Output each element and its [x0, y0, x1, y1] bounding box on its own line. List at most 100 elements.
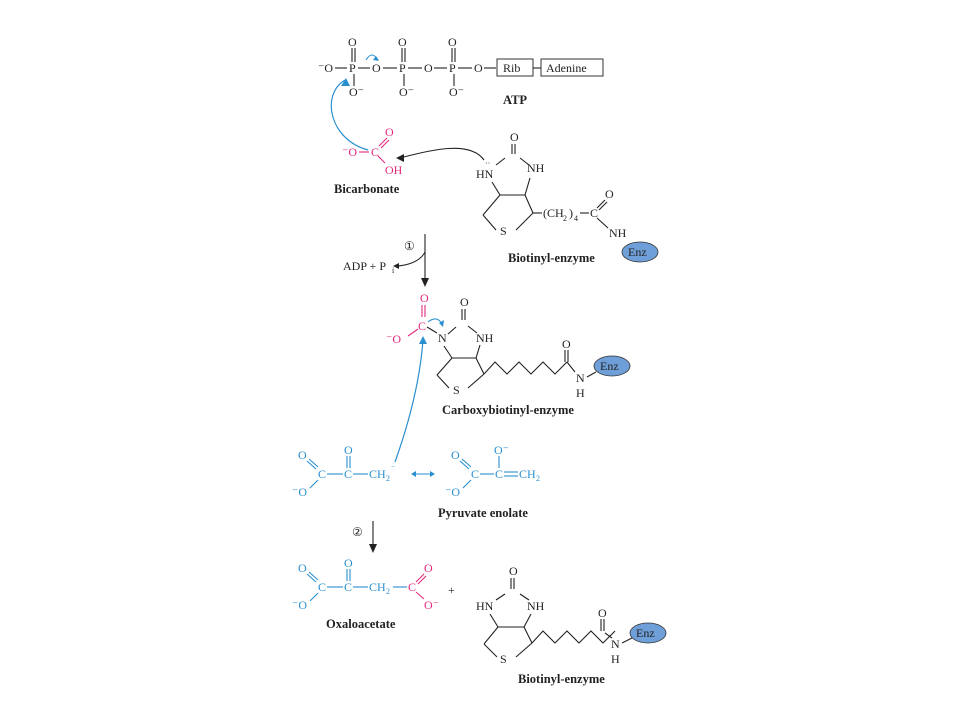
- svg-text:P: P: [399, 61, 406, 75]
- svg-text:⁻O: ⁻O: [445, 485, 460, 499]
- svg-text:H: H: [576, 386, 585, 400]
- svg-text:NH: NH: [609, 226, 627, 240]
- svg-text:P: P: [349, 61, 356, 75]
- svg-text:HN: HN: [476, 599, 494, 613]
- phosphate-attack-arrow: [330, 79, 369, 151]
- svg-text:O: O: [474, 61, 483, 75]
- svg-text:O: O: [385, 125, 394, 139]
- svg-text:O: O: [424, 61, 433, 75]
- bicarbonate-structure: ⁻O C O OH Bicarbonate: [334, 125, 403, 196]
- svg-text:HN: HN: [476, 167, 494, 181]
- carboxybiotinyl-enzyme: O C ⁻O N O NH S O N H Enz Carboxybiotiny…: [386, 291, 631, 417]
- biotinyl-enzyme-label-1: Biotinyl-enzyme: [508, 251, 595, 265]
- svg-text:Enz: Enz: [636, 626, 655, 640]
- biotinyl-enzyme-label-2: Biotinyl-enzyme: [518, 672, 605, 686]
- pyruvate-enolate: O C ⁻O C O CH 2 ⁻ O C ⁻O C O⁻ CH 2 Pyruv…: [292, 443, 540, 520]
- step-2-marker: ②: [352, 525, 363, 539]
- svg-text:Enz: Enz: [600, 359, 619, 373]
- step-1: ① ADP + P i: [343, 234, 429, 287]
- svg-text:NH: NH: [527, 161, 545, 175]
- svg-text:O⁻: O⁻: [449, 85, 464, 99]
- svg-text:O: O: [298, 561, 307, 575]
- step-1-marker: ①: [404, 239, 415, 253]
- svg-text:N: N: [438, 331, 447, 345]
- svg-text:O: O: [598, 606, 607, 620]
- enolate-attack-arrow: [394, 339, 424, 463]
- svg-text:N: N: [576, 371, 585, 385]
- step-2: ②: [352, 521, 377, 553]
- svg-text:C: C: [344, 580, 352, 594]
- svg-text:H: H: [611, 652, 620, 666]
- svg-text:N: N: [611, 637, 620, 651]
- svg-text:4: 4: [574, 214, 578, 223]
- oxaloacetate-label: Oxaloacetate: [326, 617, 396, 631]
- svg-text:S: S: [500, 652, 507, 666]
- svg-text:OH: OH: [385, 163, 403, 177]
- svg-text:(CH: (CH: [543, 206, 564, 220]
- bicarbonate-label: Bicarbonate: [334, 182, 400, 196]
- svg-text:⁻O: ⁻O: [318, 61, 333, 75]
- svg-text:2: 2: [536, 474, 540, 483]
- svg-text:S: S: [500, 224, 507, 238]
- svg-text:2: 2: [386, 587, 390, 596]
- svg-text:⁻: ⁻: [391, 464, 395, 473]
- svg-text:CH: CH: [369, 467, 386, 481]
- svg-text:Enz: Enz: [628, 245, 647, 259]
- adenine-box: [540, 58, 604, 77]
- svg-text:O: O: [509, 564, 518, 578]
- svg-text:O⁻: O⁻: [349, 85, 364, 99]
- svg-text:C: C: [371, 145, 379, 159]
- svg-text:C: C: [318, 580, 326, 594]
- adenine-label: Adenine: [546, 61, 587, 75]
- svg-text:C: C: [344, 467, 352, 481]
- svg-text:C: C: [418, 319, 426, 333]
- svg-text:⁻O: ⁻O: [292, 485, 307, 499]
- svg-text:O: O: [298, 448, 307, 462]
- svg-text:NH: NH: [476, 331, 494, 345]
- svg-text:C: C: [408, 580, 416, 594]
- svg-text:O⁻: O⁻: [399, 85, 414, 99]
- oxaloacetate: O C ⁻O C O CH 2 C O O⁻ Oxaloacetate: [292, 556, 439, 631]
- svg-text:⁻O: ⁻O: [342, 145, 357, 159]
- svg-text:O: O: [510, 130, 519, 144]
- svg-text:P: P: [449, 61, 456, 75]
- atp-label: ATP: [503, 93, 527, 107]
- svg-text:⁻O: ⁻O: [292, 598, 307, 612]
- svg-text:C: C: [495, 467, 503, 481]
- svg-text:O: O: [420, 291, 429, 305]
- svg-text:O: O: [424, 561, 433, 575]
- svg-text:O: O: [451, 448, 460, 462]
- svg-text:NH: NH: [527, 599, 545, 613]
- svg-text:2: 2: [386, 474, 390, 483]
- adp-pi-label: ADP + P: [343, 259, 386, 273]
- svg-text:O: O: [562, 337, 571, 351]
- plus-sign: +: [448, 583, 455, 597]
- svg-text:O: O: [398, 35, 407, 49]
- svg-text:C: C: [590, 206, 598, 220]
- svg-text:C: C: [318, 467, 326, 481]
- biotinyl-enzyme-top: O HN ·· NH S (CH 2 ) 4 C O NH Enz Biotin…: [476, 130, 659, 265]
- svg-text:C: C: [471, 467, 479, 481]
- svg-text:O⁻: O⁻: [494, 443, 509, 457]
- biotinyl-enzyme-bottom: O HN NH S O N H Enz Biotinyl-enzyme: [476, 564, 667, 686]
- svg-text:O: O: [460, 295, 469, 309]
- svg-text:O: O: [344, 443, 353, 457]
- svg-text:O: O: [348, 35, 357, 49]
- svg-text:O: O: [605, 187, 614, 201]
- svg-text:S: S: [453, 383, 460, 397]
- enz-badge: [621, 241, 659, 263]
- atp-structure: ⁻O P O O⁻ O P O O⁻ O P O O⁻ O Rib Adenin…: [318, 35, 604, 107]
- rib-label: Rib: [503, 61, 520, 75]
- svg-text:O: O: [372, 61, 381, 75]
- svg-text:): ): [569, 206, 573, 220]
- svg-text:··: ··: [485, 159, 490, 168]
- pyruvate-enolate-label: Pyruvate enolate: [438, 506, 528, 520]
- svg-text:CH: CH: [369, 580, 386, 594]
- svg-text:2: 2: [563, 214, 567, 223]
- svg-text:O: O: [448, 35, 457, 49]
- svg-text:O⁻: O⁻: [424, 598, 439, 612]
- nucleophile-arrow: [399, 147, 485, 161]
- svg-text:i: i: [392, 266, 395, 275]
